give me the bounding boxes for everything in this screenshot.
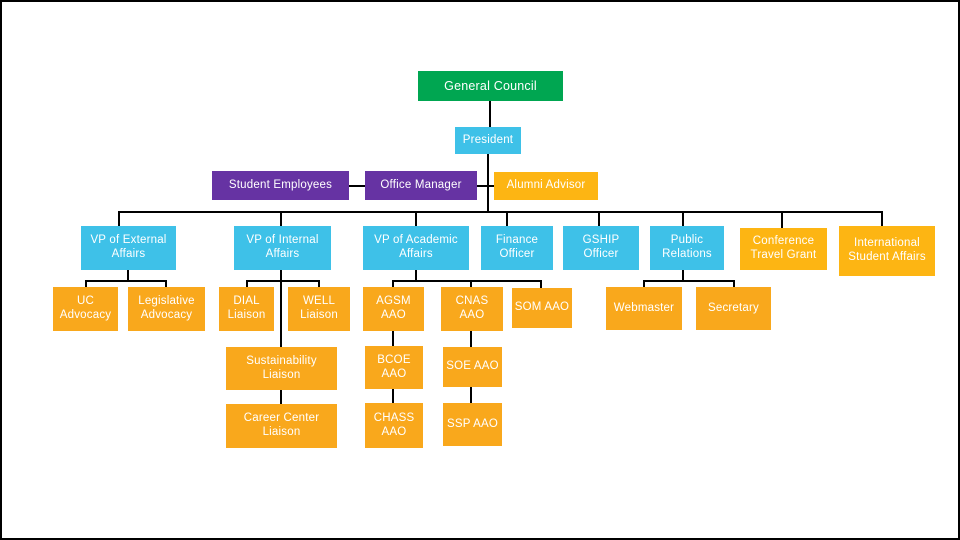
connector-drop-webmaster [643, 282, 645, 287]
connector-drop-conference [781, 213, 783, 228]
node-public-relations: Public Relations [650, 226, 724, 270]
connector-drop-international [881, 213, 883, 226]
node-president: President [455, 127, 521, 154]
connector-cnas-soe [470, 331, 472, 347]
connector-drop-uc-advocacy [85, 282, 87, 287]
node-vp-academic-affairs: VP of Academic Affairs [363, 226, 469, 270]
connector-stem-vp-academic [415, 270, 417, 282]
node-gship-officer: GSHIP Officer [563, 226, 639, 270]
connector-bar-vp-internal [246, 280, 320, 282]
node-cnas-aao: CNAS AAO [441, 287, 503, 331]
connector-gc-president [489, 101, 491, 128]
node-soe-aao: SOE AAO [443, 347, 502, 387]
node-conference-travel-grant: Conference Travel Grant [740, 228, 827, 270]
connector-drop-vp-internal [280, 213, 282, 226]
node-legislative-advocacy: Legislative Advocacy [128, 287, 205, 331]
connector-studentemployees-officemanager [349, 185, 365, 187]
node-finance-officer: Finance Officer [481, 226, 553, 270]
node-sustainability-liaison: Sustainability Liaison [226, 347, 337, 390]
node-career-center-liaison: Career Center Liaison [226, 404, 337, 448]
connector-bar-vp-academic [392, 280, 542, 282]
connector-drop-agsm [392, 282, 394, 287]
connector-drop-legislative [165, 282, 167, 287]
connector-drop-dial [246, 282, 248, 287]
connector-drop-gship [598, 213, 600, 226]
node-international-student-affairs: International Student Affairs [839, 226, 935, 276]
connector-drop-well [318, 282, 320, 287]
node-secretary: Secretary [696, 287, 771, 330]
connector-drop-som [540, 282, 542, 288]
node-office-manager: Office Manager [365, 171, 477, 200]
node-dial-liaison: DIAL Liaison [219, 287, 274, 331]
connector-president-bus [487, 154, 489, 213]
node-alumni-advisor: Alumni Advisor [494, 172, 598, 200]
node-webmaster: Webmaster [606, 287, 682, 330]
node-vp-external-affairs: VP of External Affairs [81, 226, 176, 270]
connector-drop-secretary [733, 282, 735, 287]
node-well-liaison: WELL Liaison [288, 287, 350, 331]
connector-bar-public-relations [643, 280, 735, 282]
connector-stem-public-relations [682, 270, 684, 282]
connector-soe-ssp [470, 387, 472, 403]
node-chass-aao: CHASS AAO [365, 403, 423, 448]
node-uc-advocacy: UC Advocacy [53, 287, 118, 331]
connector-stem-vp-internal [280, 270, 282, 347]
node-ssp-aao: SSP AAO [443, 403, 502, 446]
connector-sustainability-career [280, 390, 282, 404]
node-som-aao: SOM AAO [512, 288, 572, 328]
node-student-employees: Student Employees [212, 171, 349, 200]
connector-bcoe-chass [392, 389, 394, 403]
node-vp-internal-affairs: VP of Internal Affairs [234, 226, 331, 270]
connector-drop-vp-external [118, 213, 120, 226]
node-agsm-aao: AGSM AAO [363, 287, 424, 331]
connector-officemanager-alumniadvisor [477, 185, 494, 187]
connector-drop-public-relations [682, 213, 684, 226]
connector-drop-finance [506, 213, 508, 226]
connector-stem-vp-external [127, 270, 129, 282]
connector-drop-cnas [470, 282, 472, 287]
connector-drop-vp-academic [415, 213, 417, 226]
node-bcoe-aao: BCOE AAO [365, 346, 423, 389]
connector-agsm-bcoe [392, 331, 394, 346]
node-general-council: General Council [418, 71, 563, 101]
connector-main-bus [118, 211, 883, 213]
connector-bar-vp-external [85, 280, 167, 282]
